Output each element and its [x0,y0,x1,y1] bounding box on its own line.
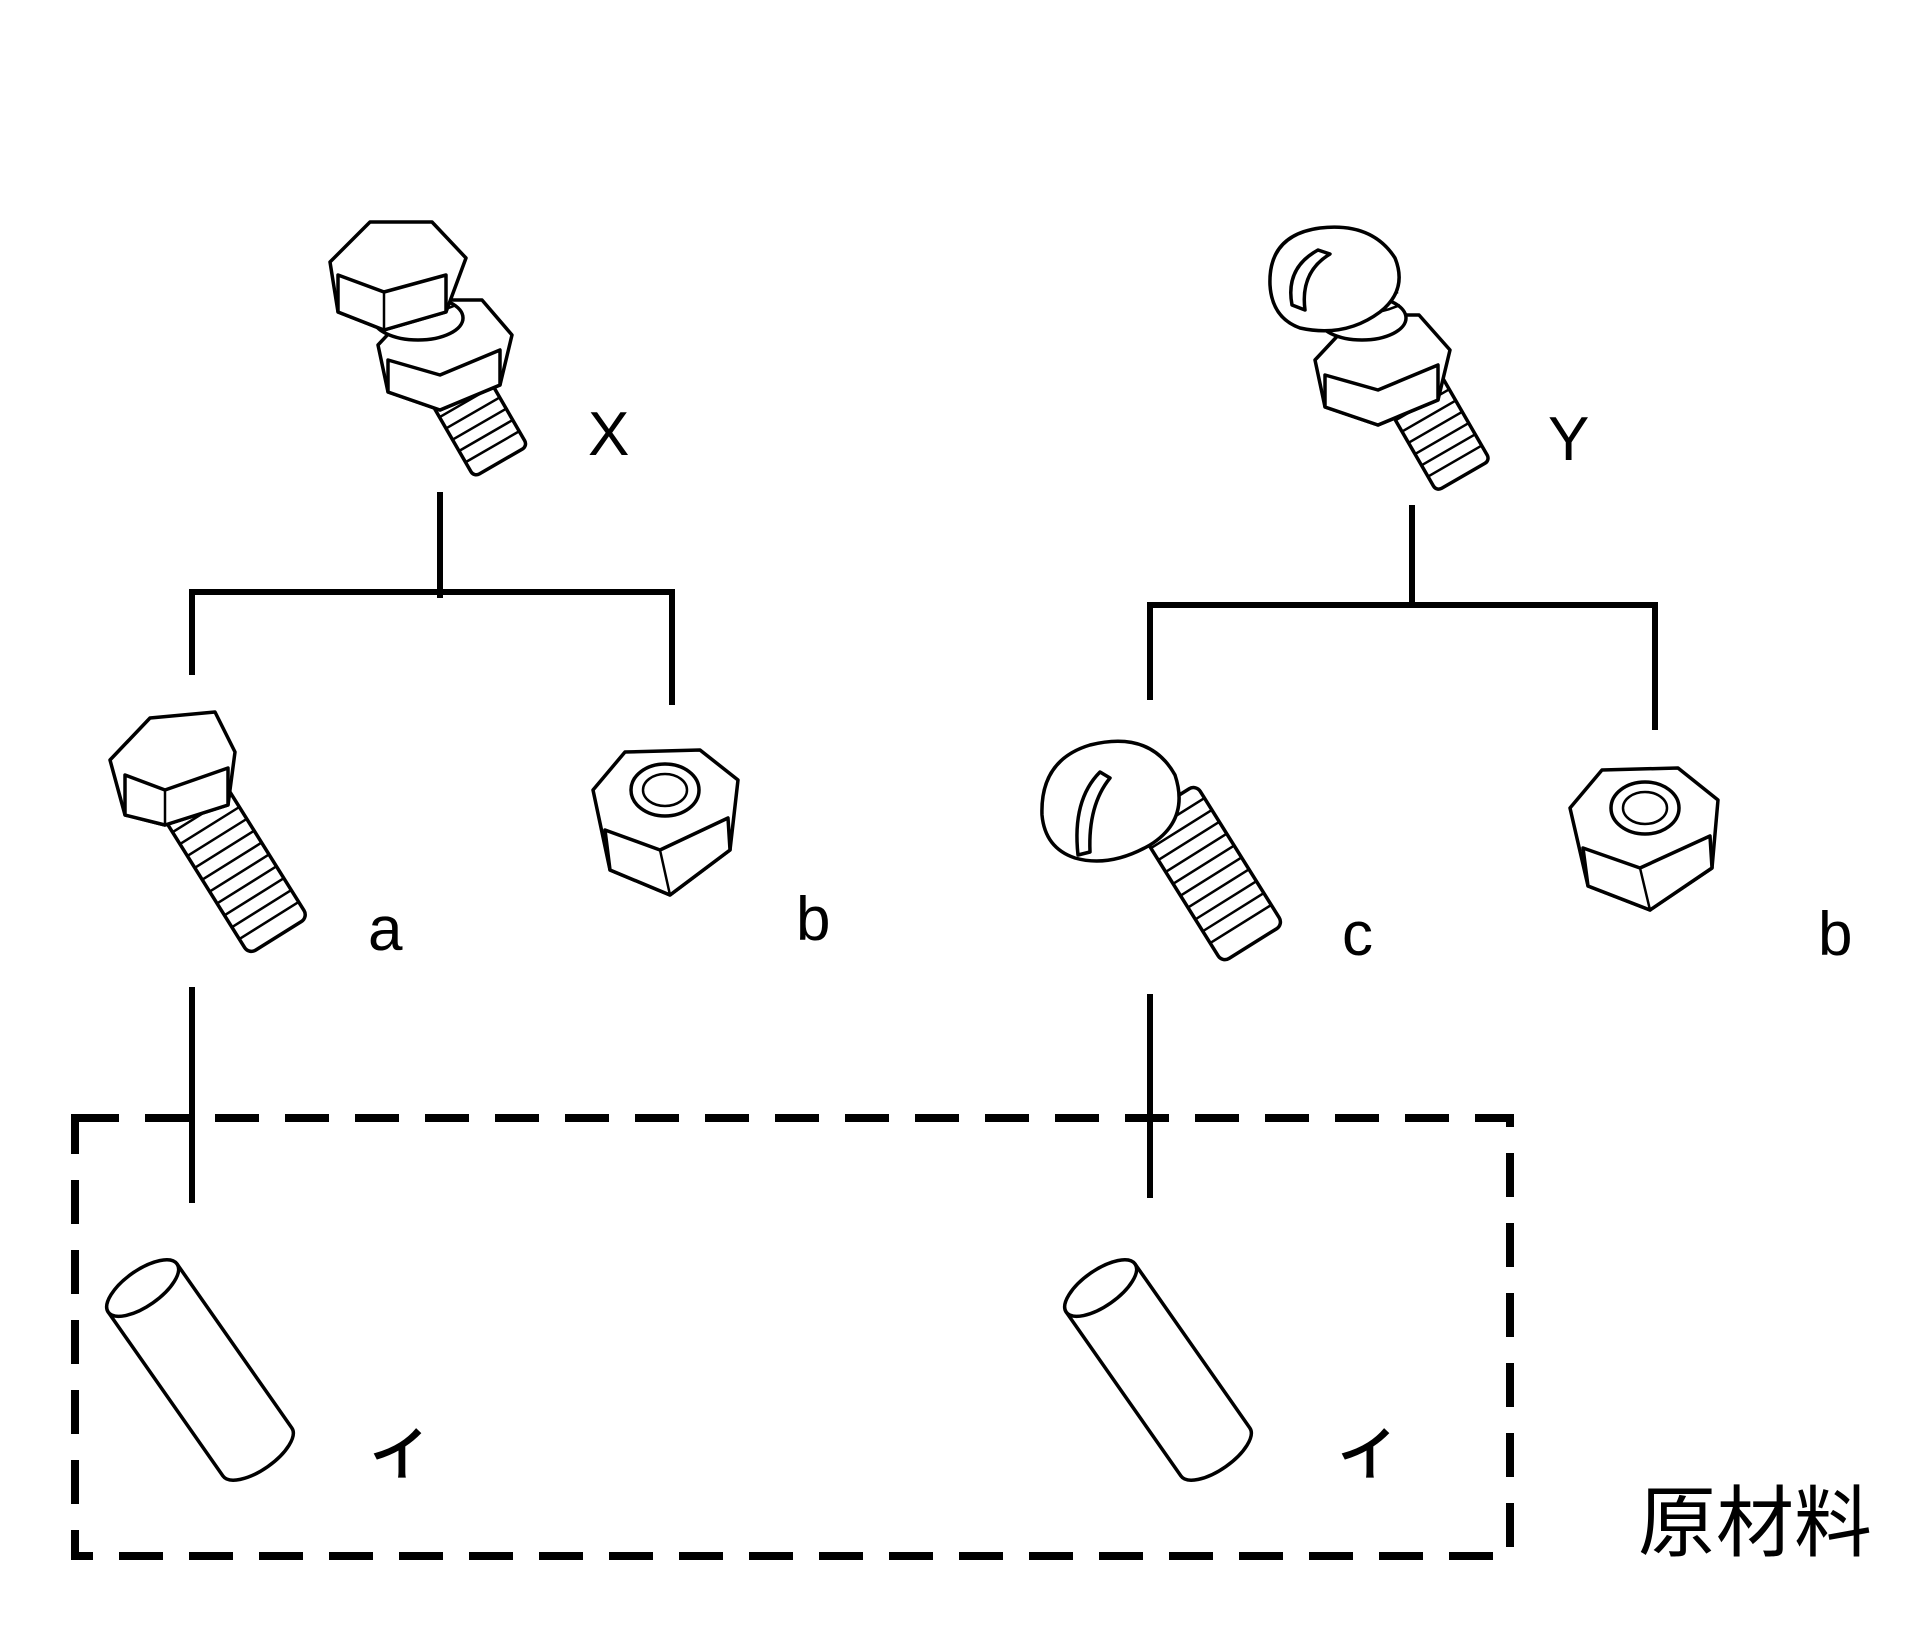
part-b-left-label: b [796,885,830,954]
part-a-label: a [368,895,403,964]
assembly-x-label: X [588,400,629,469]
part-c-label: c [1342,900,1373,969]
raw-material-box [71,1114,1514,1560]
cylinder-rod-icon [104,1258,295,1482]
hex-nut-icon [591,748,740,897]
hex-bolt-icon [108,710,307,954]
cylinder-rod-icon [1062,1258,1253,1482]
raw-left-label: イ [370,1421,428,1489]
part-b-right-label: b [1818,900,1852,969]
raw-right-label: イ [1338,1421,1396,1489]
connector-x [189,492,675,705]
round-head-screw-with-nut-icon [1268,225,1490,491]
assembly-y-label: Y [1548,405,1589,474]
hex-bolt-with-nut-icon [328,220,528,477]
hex-nut-icon [1568,766,1720,912]
connector-y [1147,505,1658,730]
round-head-screw-icon [1040,739,1283,962]
raw-material-caption: 原材料 [1638,1479,1872,1569]
